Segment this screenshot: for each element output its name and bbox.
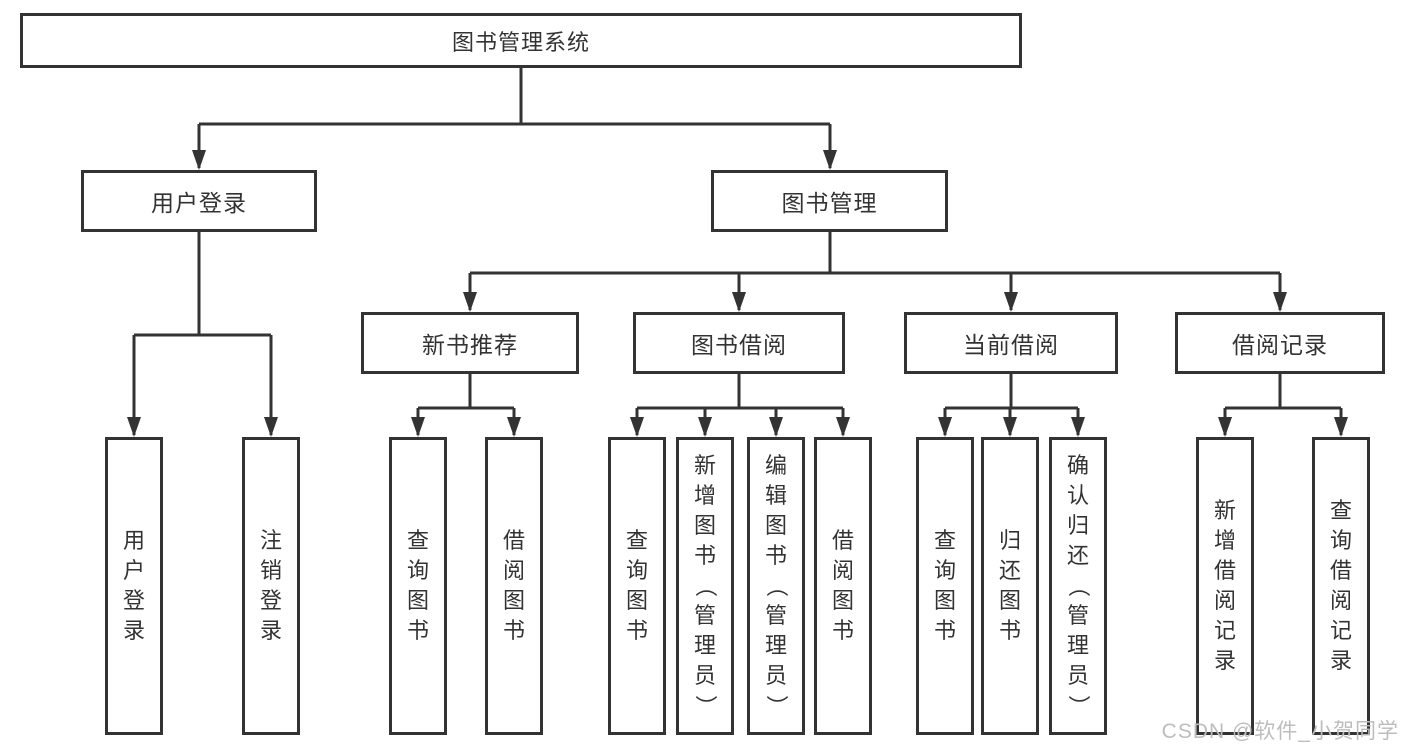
leaf-borrow-books-recommend: 借阅图书	[485, 437, 543, 735]
leaf-add-borrow-record: 新增借阅记录	[1196, 437, 1254, 735]
leaf-user-login: 用户登录	[105, 437, 163, 735]
leaf-return-books: 归还图书	[981, 437, 1039, 735]
leaf-query-books-recommend: 查询图书	[389, 437, 447, 735]
leaf-add-book-admin: 新增图书（管理员）	[676, 437, 734, 735]
leaf-logout: 注销登录	[242, 437, 300, 735]
node-current-borrow: 当前借阅	[904, 312, 1118, 374]
leaf-query-borrow-record: 查询借阅记录	[1312, 437, 1370, 735]
leaf-query-books-borrow: 查询图书	[608, 437, 666, 735]
leaf-query-books-current: 查询图书	[916, 437, 974, 735]
node-new-book-recommend: 新书推荐	[361, 312, 579, 374]
leaf-edit-book-admin: 编辑图书（管理员）	[747, 437, 805, 735]
arrowheads	[127, 150, 1348, 437]
leaf-borrow-books: 借阅图书	[814, 437, 872, 735]
leaf-confirm-return-admin: 确认归还（管理员）	[1049, 437, 1107, 735]
node-book-borrow: 图书借阅	[633, 312, 845, 374]
node-user-login: 用户登录	[81, 170, 317, 232]
csdn-watermark: CSDN @软件_小贺同学	[1161, 720, 1399, 743]
node-library-management-system: 图书管理系统	[20, 13, 1022, 68]
node-borrow-records: 借阅记录	[1175, 312, 1385, 374]
node-book-management: 图书管理	[711, 170, 948, 232]
